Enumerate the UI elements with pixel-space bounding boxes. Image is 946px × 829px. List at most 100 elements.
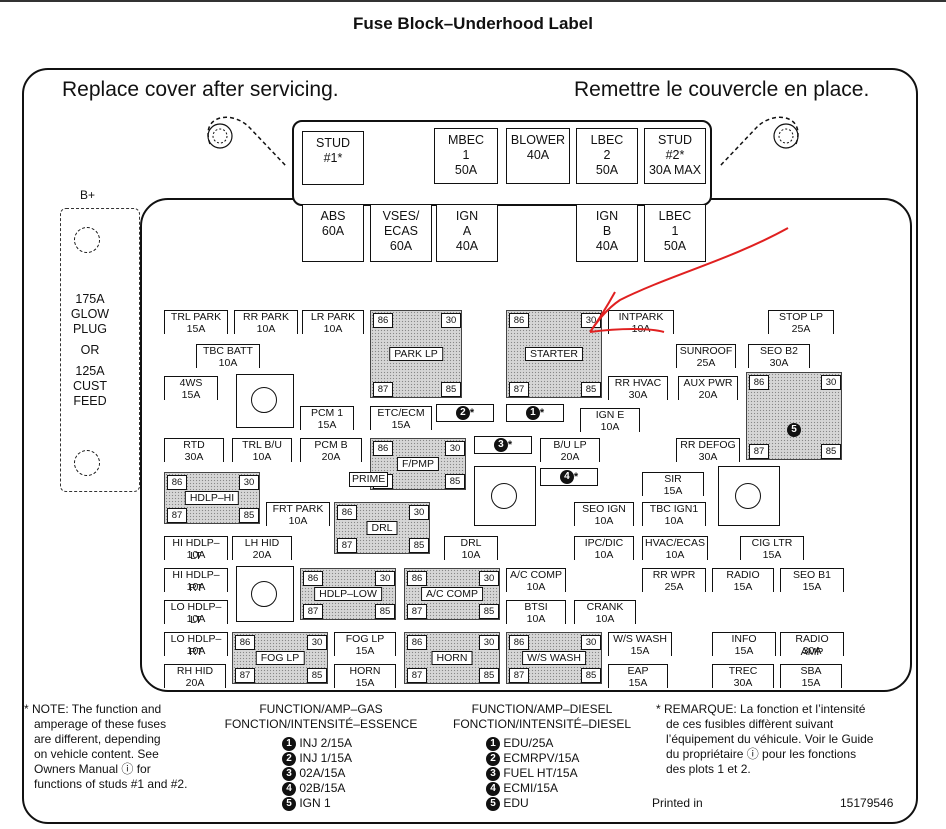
relay-label: FOG LP	[255, 651, 305, 665]
fuse-name: CRANK	[574, 600, 636, 614]
fuse-amperage: 25A	[768, 324, 834, 335]
fuse-amperage: 15A	[712, 582, 774, 593]
mounting-boss-3	[718, 466, 780, 526]
relay-pin: 85	[479, 604, 499, 619]
diesel-list: 1 EDU/25A 2 ECMRPV/15A 3 FUEL HT/15A 4 E…	[486, 736, 579, 811]
relay-pin: 85	[239, 508, 259, 523]
relay-label: HORN	[431, 651, 473, 665]
fuse-amperage: 15A	[164, 390, 218, 401]
relay-pin: 86	[407, 571, 427, 586]
slot-2: 2*	[436, 404, 494, 422]
relay-pin: 85	[479, 668, 499, 683]
relay-label: PARK LP	[389, 347, 443, 361]
fuse-name: SEO B2	[748, 344, 810, 358]
relay-label: F/PMP	[396, 457, 440, 471]
fuse-name: TRL B/U	[232, 438, 292, 452]
maxi-stud-1: STUD#1*	[302, 131, 364, 185]
fuse-amperage: 10A	[196, 358, 260, 369]
header-french: Remettre le couvercle en place.	[574, 78, 870, 101]
red-arrow-annotation	[589, 227, 789, 333]
fuse-amperage: 25A	[676, 358, 736, 369]
fuse-name: FRT PARK	[266, 502, 330, 516]
fuse-name: HI HDLP–LT	[164, 536, 228, 562]
fuse-amperage: 20A	[164, 678, 226, 689]
relay-label: HDLP–HI	[184, 491, 240, 505]
fuse-name: FOG LP	[334, 632, 396, 646]
gas-list: 1 INJ 2/15A 2 INJ 1/15A 3 02A/15A 4 02B/…	[282, 736, 352, 811]
relay-pin: 30	[239, 475, 259, 490]
fuse-amperage: 10A	[302, 324, 364, 335]
fuse-amperage: 20A	[300, 452, 362, 463]
fuse-amperage: 15A	[608, 678, 668, 689]
relay-pin: 85	[375, 604, 395, 619]
relay-label: HDLP–LOW	[314, 587, 382, 601]
fuse-name: ETC/ECM	[370, 406, 432, 420]
relay-label: A/C COMP	[421, 587, 483, 601]
relay-pin: 86	[509, 313, 529, 328]
part-number: 15179546	[840, 796, 894, 810]
fuse-name: DRL	[444, 536, 498, 550]
relay-pin: 85	[581, 382, 601, 397]
relay-pin: 86	[235, 635, 255, 650]
relay-pin: 87	[303, 604, 323, 619]
fuse-amperage: 15A	[334, 646, 396, 657]
fuse-name: IPC/DIC	[574, 536, 634, 550]
relay-label: DRL	[366, 521, 398, 535]
slot-3: 3*	[474, 436, 532, 454]
relay-pin: 30	[409, 505, 429, 520]
fuse-name: TBC IGN1	[642, 502, 706, 516]
glow-plug-stud-area	[60, 208, 140, 492]
fuse-amperage: 30A	[748, 358, 810, 369]
fuse-name: SIR	[642, 472, 704, 486]
fuse-name: RR HVAC	[608, 376, 668, 390]
fuse-name: HI HDLP–RT	[164, 568, 228, 594]
fuse-name: TRL PARK	[164, 310, 228, 324]
fuse-name: 4WS	[164, 376, 218, 390]
fuse-amperage: 10A	[266, 516, 330, 527]
fuse-name: RTD	[164, 438, 224, 452]
fuse-name: PCM B	[300, 438, 362, 452]
fuse-amperage: 30A	[712, 678, 774, 689]
relay-pin: 85	[409, 538, 429, 553]
fuse-amperage: 15A	[780, 678, 842, 689]
fuse-name: RR WPR	[642, 568, 706, 582]
bplus-label: B+	[80, 188, 96, 202]
fuse-name: RR DEFOG	[676, 438, 740, 452]
fuse-amperage: 15A	[712, 646, 776, 657]
fuse-name: LH HID	[232, 536, 292, 550]
fuse-name: PCM 1	[300, 406, 354, 420]
fuse-amperage: 10A	[580, 422, 640, 433]
fuse-amperage: 10A	[164, 646, 228, 657]
fuse-name: RR PARK	[234, 310, 298, 324]
fuse-amperage: 10A	[164, 582, 228, 593]
fuse-amperage: 15A	[608, 646, 672, 657]
